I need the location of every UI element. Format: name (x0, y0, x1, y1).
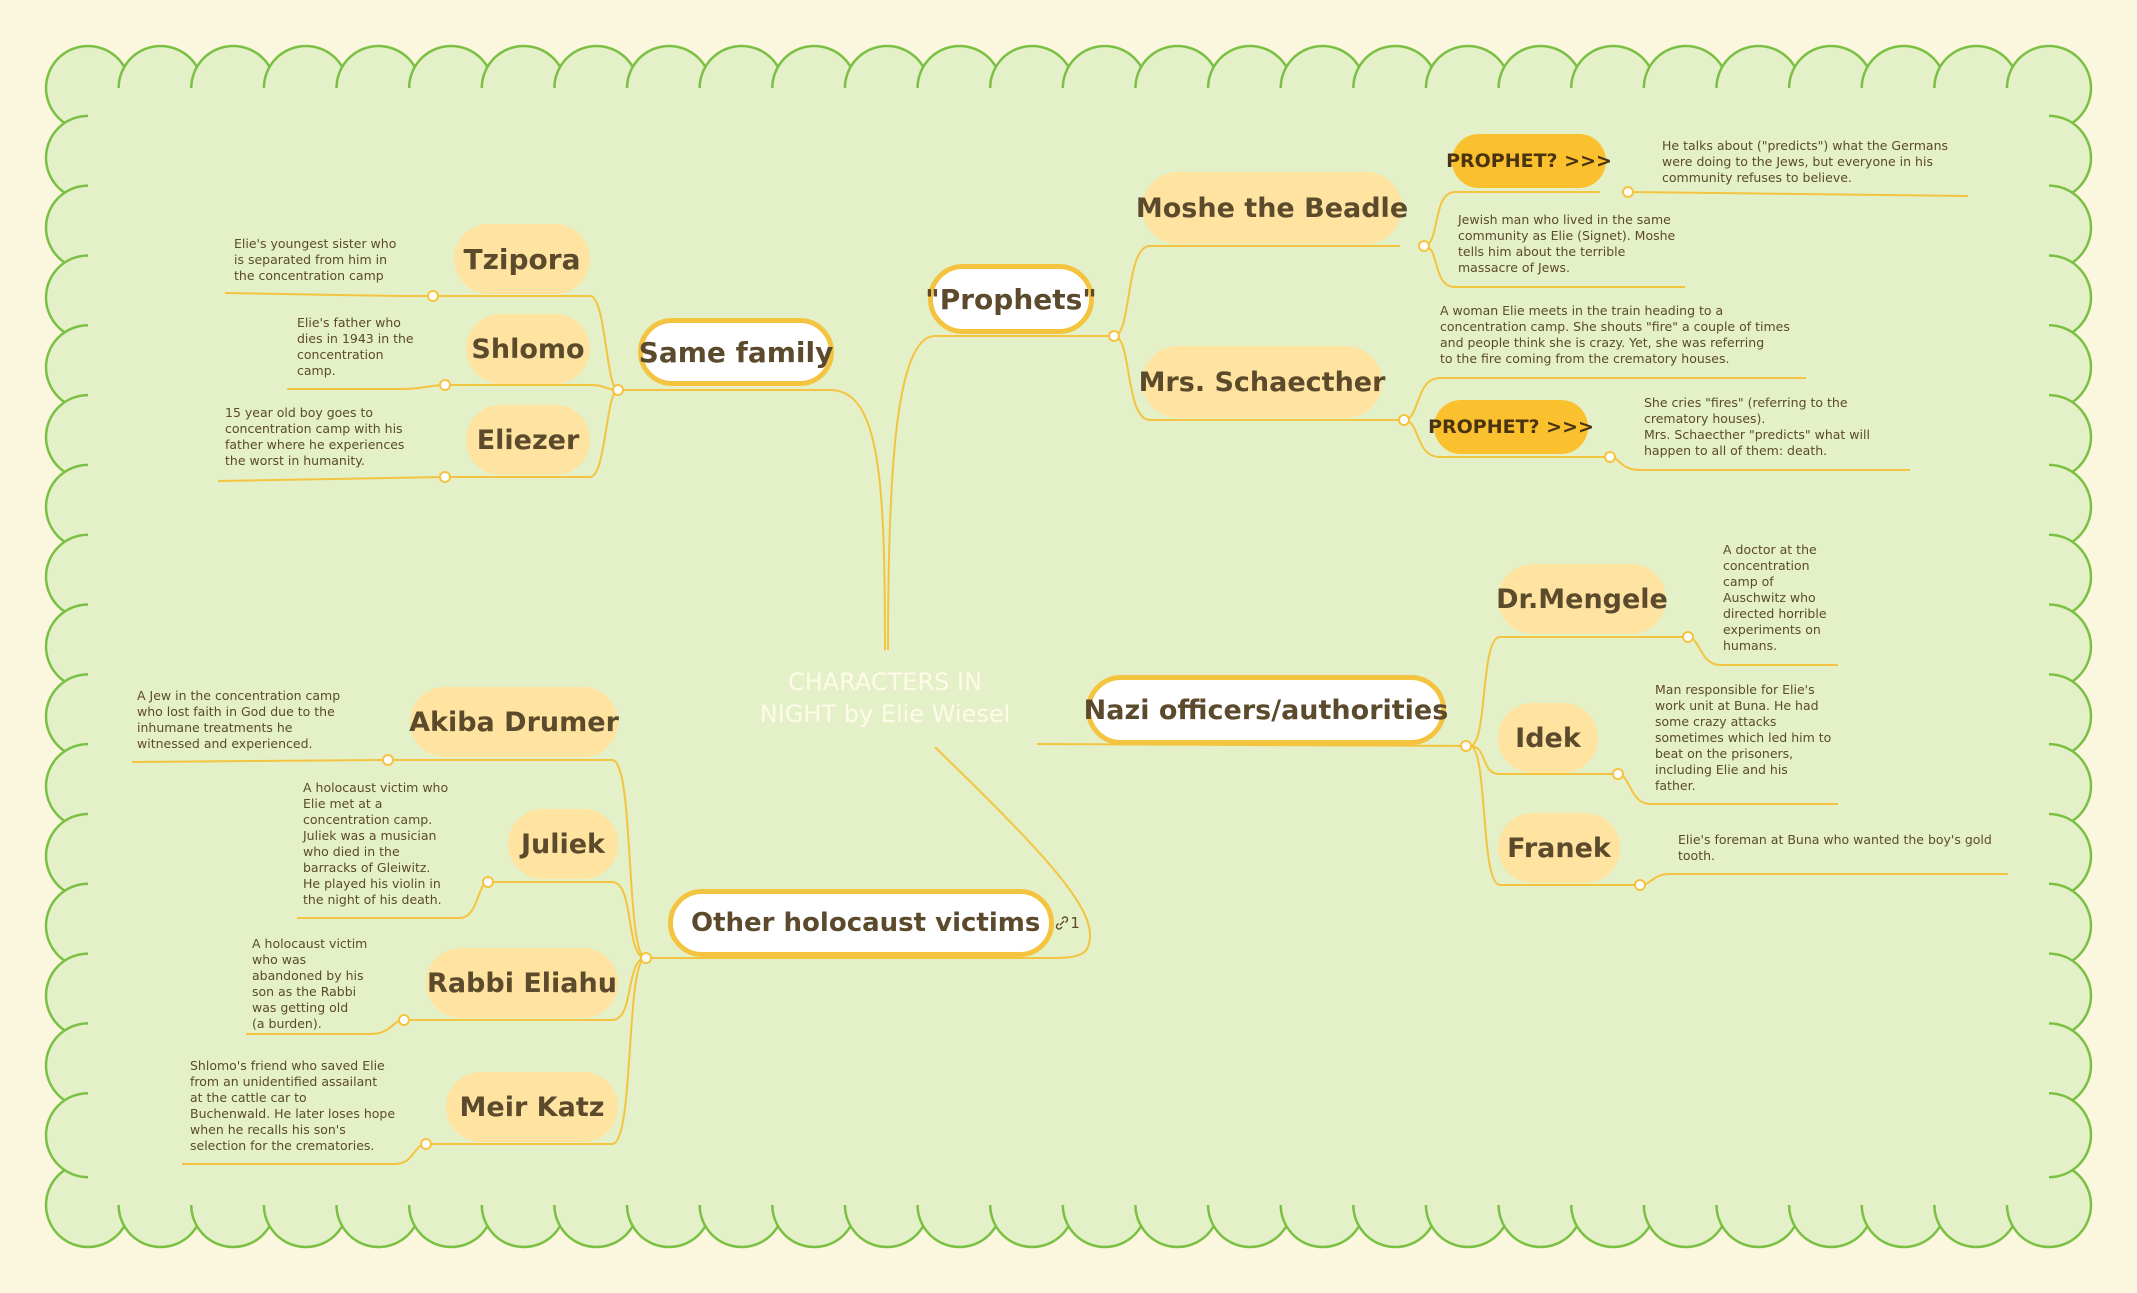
node-idek[interactable]: Idek (1498, 703, 1598, 773)
joint-prophets[interactable] (1108, 330, 1120, 342)
tag-prophet-schaecther[interactable]: PROPHET? >>> (1428, 400, 1594, 454)
connector-schaecther (1113, 335, 1400, 421)
node-moshe-the-beadle[interactable]: Moshe the Beadle (1136, 172, 1408, 244)
joint-moshe[interactable] (1418, 240, 1430, 252)
joint-rabbi[interactable] (398, 1014, 410, 1026)
joint-juliek[interactable] (482, 876, 494, 888)
branch-nazi-officers[interactable]: Nazi officers/authorities (1084, 675, 1448, 745)
note-eliezer: 15 year old boy goes to concentration ca… (225, 405, 405, 468)
node-tzipora[interactable]: Tzipora (454, 224, 590, 294)
note-schaecther: A woman Elie meets in the train heading … (1440, 303, 1790, 366)
connector-center-other (646, 746, 1092, 959)
connector-center-nazi (1036, 743, 1471, 747)
branch-same-family[interactable]: Same family (638, 318, 834, 386)
link-badge[interactable]: 1 (1054, 914, 1080, 932)
joint-schaecther[interactable] (1398, 414, 1410, 426)
note-juliek: A holocaust victim who Elie met at a con… (303, 780, 449, 907)
link-icon (1056, 916, 1069, 930)
joint-moshe-prophet[interactable] (1622, 186, 1634, 198)
joint-shlomo[interactable] (439, 379, 451, 391)
tag-prophet-moshe[interactable]: PROPHET? >>> (1446, 134, 1612, 188)
joint-meir[interactable] (420, 1138, 432, 1150)
branch-prophets[interactable]: "Prophets" (925, 264, 1097, 334)
node-akiba-drumer[interactable]: Akiba Drumer (409, 687, 619, 757)
node-juliek[interactable]: Juliek (508, 809, 618, 879)
link-count: 1 (1070, 914, 1080, 932)
note-franek: Elie's foreman at Buna who wanted the bo… (1678, 832, 1992, 863)
joint-other[interactable] (640, 952, 652, 964)
central-topic[interactable]: CHARACTERS IN NIGHT by Elie Wiesel (759, 668, 1011, 728)
joint-tzipora[interactable] (427, 290, 439, 302)
node-shlomo[interactable]: Shlomo (466, 314, 590, 384)
note-akiba: A Jew in the concentration camp who lost… (137, 688, 341, 751)
note-moshe-prophet: He talks about ("predicts") what the Ger… (1662, 138, 1949, 185)
node-mrs-schaecther[interactable]: Mrs. Schaecther (1139, 346, 1385, 418)
note-mengele: A doctor at the concentration camp of Au… (1723, 542, 1827, 653)
connector-moshe (1113, 245, 1400, 337)
joint-eliezer[interactable] (439, 471, 451, 483)
note-moshe: Jewish man who lived in the same communi… (1458, 212, 1676, 275)
joint-nazi[interactable] (1460, 740, 1472, 752)
joint-idek[interactable] (1612, 768, 1624, 780)
branch-other-victims-label: Other holocaust victims (691, 908, 1041, 938)
joint-franek[interactable] (1634, 879, 1646, 891)
note-schaecther-prophet: She cries "fires" (referring to the crem… (1644, 395, 1870, 458)
node-dr-mengele[interactable]: Dr.Mengele (1496, 564, 1668, 634)
node-rabbi-eliahu[interactable]: Rabbi Eliahu (426, 948, 618, 1018)
connector-rabbi (404, 957, 647, 1021)
connector-center-same-family (620, 389, 886, 651)
branch-other-victims[interactable]: Other holocaust victims 1 (668, 889, 1080, 957)
note-line-moshe-prophet (1627, 191, 1969, 197)
joint-same-family[interactable] (612, 384, 624, 396)
note-meir: Shlomo's friend who saved Elie from an u… (190, 1058, 396, 1153)
note-shlomo: Elie's father who dies in 1943 in the co… (297, 315, 414, 378)
connector-mengele (1469, 636, 1688, 747)
joint-mengele[interactable] (1682, 631, 1694, 643)
node-eliezer[interactable]: Eliezer (466, 405, 590, 475)
joint-schaecther-prophet[interactable] (1604, 451, 1616, 463)
connector-juliek (488, 881, 647, 959)
connector-akiba (388, 759, 647, 959)
connector-franek (1469, 745, 1640, 886)
note-line-eliezer (217, 476, 446, 482)
connector-center-prophets (887, 335, 1114, 651)
note-idek: Man responsible for Elie's work unit at … (1655, 682, 1832, 793)
connector-idek (1469, 745, 1618, 775)
note-tzipora: Elie's youngest sister who is separated … (234, 236, 397, 283)
note-line-akiba (131, 759, 389, 763)
connector-meir (426, 957, 647, 1145)
node-franek[interactable]: Franek (1498, 813, 1620, 883)
note-rabbi: A holocaust victim who was abandoned by … (252, 936, 368, 1031)
joint-akiba[interactable] (382, 754, 394, 766)
node-meir-katz[interactable]: Meir Katz (446, 1072, 618, 1142)
